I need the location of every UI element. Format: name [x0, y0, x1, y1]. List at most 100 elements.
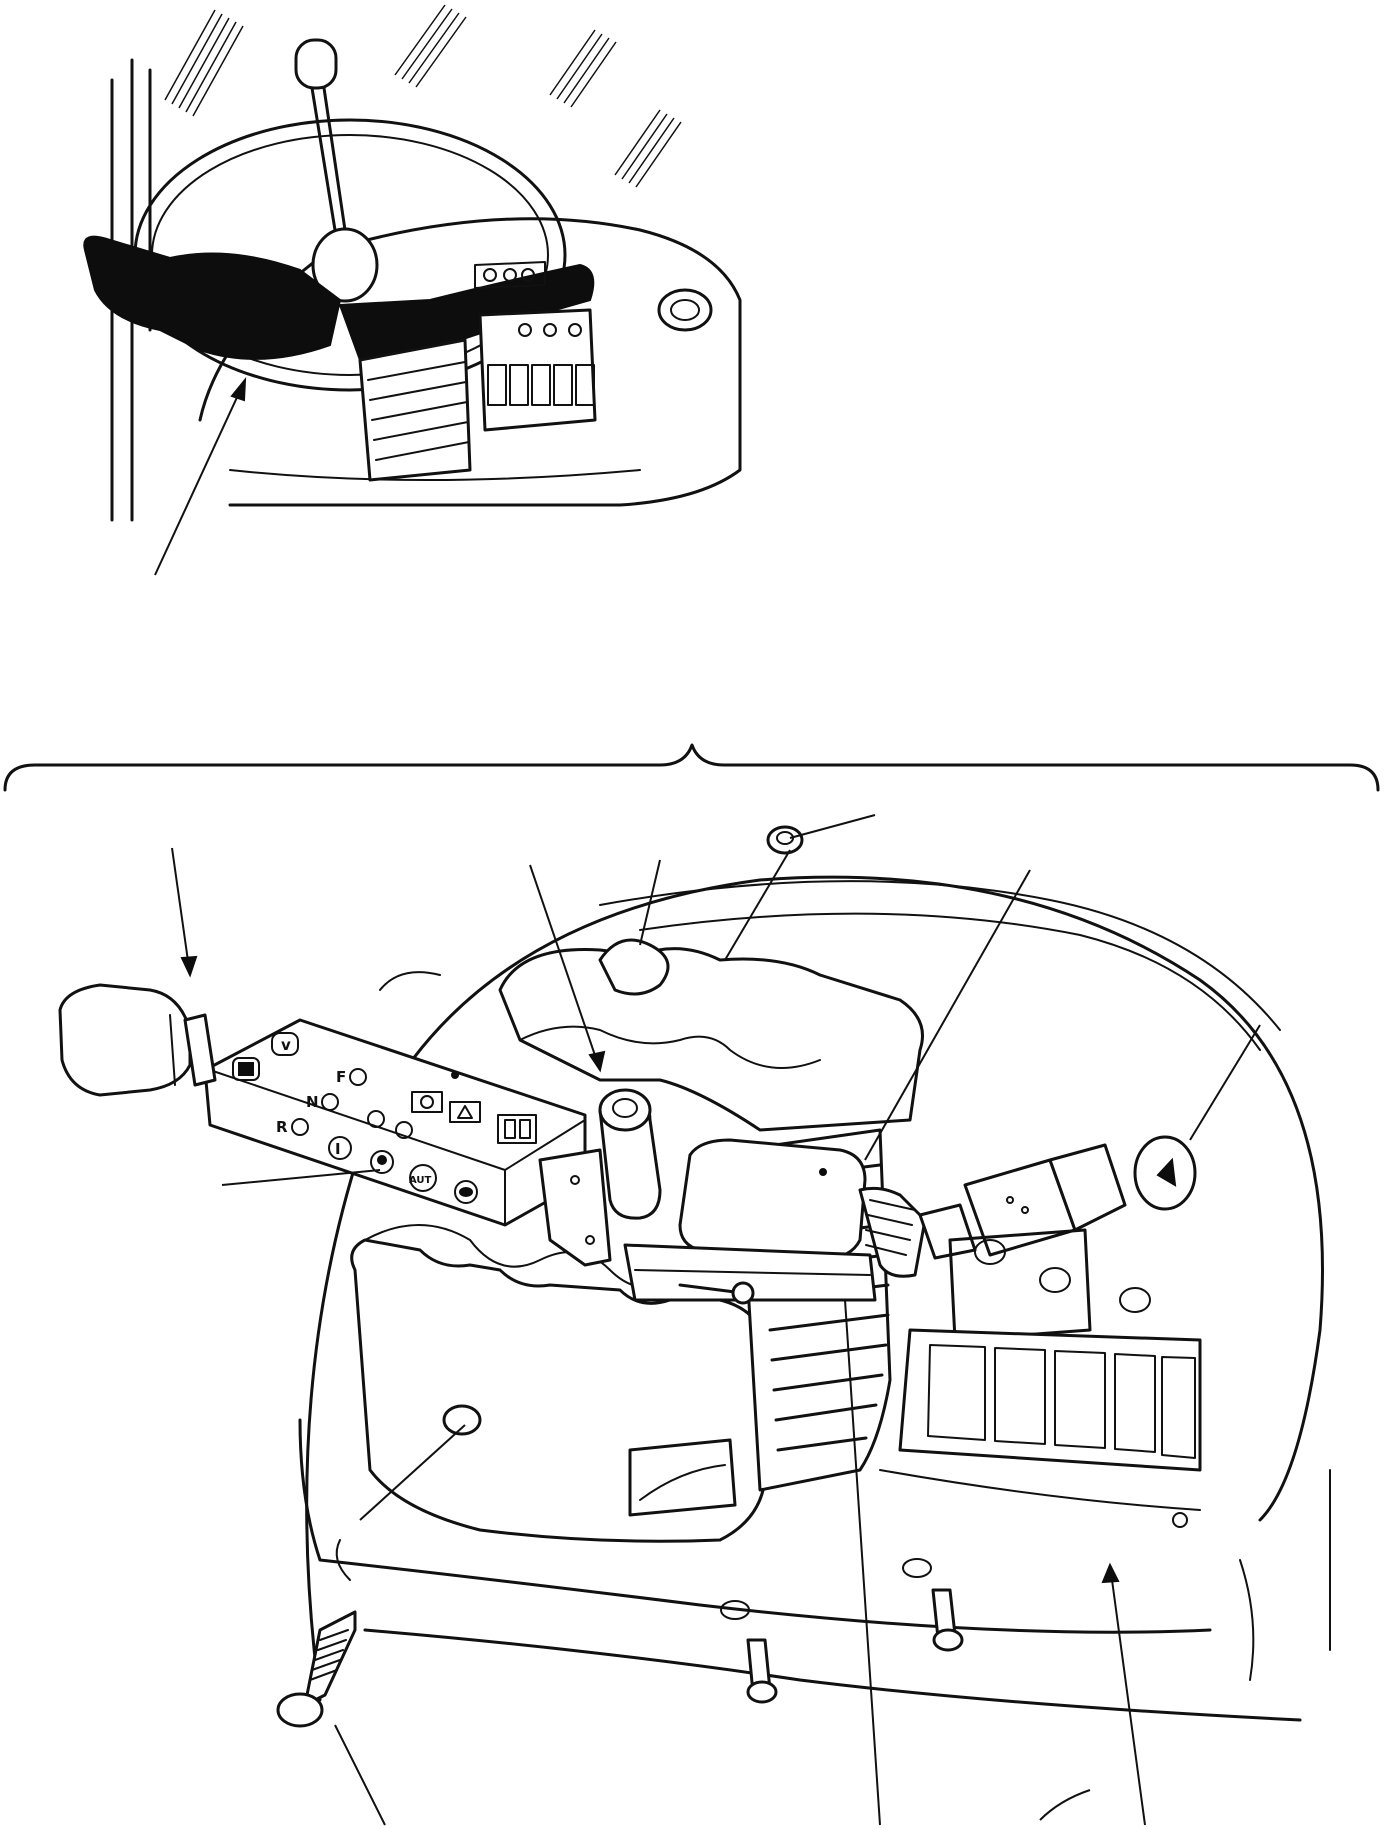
dashboard-shroud-inner-2 [639, 912, 1261, 1051]
reverse-label: R [276, 1118, 288, 1136]
key-button[interactable] [370, 1150, 394, 1174]
panel-screw [1172, 1512, 1188, 1528]
lever-collar-line [169, 1014, 176, 1086]
shroud-clip [379, 971, 441, 991]
window-hatching [164, 4, 682, 188]
gear-display [497, 1114, 537, 1144]
lever-icon: v [281, 1036, 291, 1054]
warning-lamp-1 [411, 1091, 443, 1113]
indicator-lamp [483, 268, 497, 282]
neutral-lamp [321, 1093, 339, 1111]
reverse-lamp [291, 1118, 309, 1136]
panel-lamp [518, 323, 532, 337]
leader-line-switch-housing [864, 869, 1031, 1161]
base-screw-shank [678, 1283, 737, 1294]
dashboard-shroud-inner [599, 880, 1281, 1031]
console-side [1239, 1559, 1255, 1681]
indicator-lamp [521, 268, 535, 282]
panel-button-round[interactable] [454, 1180, 478, 1204]
bracket-hole [585, 1235, 595, 1245]
top-view-cab [83, 4, 742, 576]
screw-long [303, 1610, 357, 1707]
leader-arrowhead [180, 955, 198, 978]
rocker-switch [487, 364, 507, 406]
horn-icon [1156, 1157, 1177, 1187]
rocker-switch[interactable] [1054, 1350, 1106, 1449]
rocker-switch [575, 364, 595, 406]
screw-head-middle [746, 1680, 778, 1704]
stalk-boot-folds [865, 1199, 916, 1256]
warning-lamp [1039, 1267, 1071, 1293]
nut-top [766, 825, 804, 855]
screw-long-head [276, 1692, 324, 1728]
display-icon [238, 1062, 254, 1076]
multifunction-switch-housing [678, 1138, 867, 1260]
screw-long-threads [309, 1629, 349, 1681]
panel-lamp [568, 323, 582, 337]
highlighted-control-lever-right [338, 263, 595, 362]
stalk-switch-ring [1048, 1143, 1127, 1232]
steering-column-knob [311, 227, 379, 303]
console-base-edge [363, 1628, 1302, 1722]
rocker-switch[interactable] [994, 1347, 1046, 1445]
round-switch [657, 288, 713, 332]
stalk-marking [1021, 1206, 1029, 1214]
rocker-switch-panel [898, 1328, 1202, 1472]
shroud-tab [628, 1438, 737, 1517]
panel-dot [451, 1071, 459, 1079]
panel-lower-edge [879, 1469, 1201, 1511]
switch-base-edge [634, 1269, 871, 1276]
gear-one-button[interactable] [328, 1136, 352, 1160]
panel-lamp [395, 1121, 413, 1139]
lever-collar [183, 1013, 217, 1087]
shroud-tab-curve [639, 1464, 726, 1501]
lower-shroud-cutouts [364, 1224, 681, 1289]
bellows-folds [367, 361, 470, 461]
console-edge [298, 1418, 1212, 1634]
leader-line-screw-long [334, 1724, 386, 1826]
gear-one-label: I [335, 1140, 341, 1158]
gear-selector-module-edges [209, 1069, 586, 1226]
screw-head-right [932, 1628, 964, 1652]
panel-lamp [367, 1110, 385, 1128]
leader-line-top-component [154, 379, 246, 576]
leader-line-handle [171, 847, 191, 976]
column-bellows [358, 338, 472, 482]
exploded-view-brace [3, 743, 1380, 792]
button-icon [459, 1187, 473, 1197]
warning-lamp [974, 1239, 1006, 1265]
rocker-switches [927, 1344, 1196, 1459]
auto-button[interactable] [409, 1164, 437, 1192]
selector-panel-face: v F N R I AUT [232, 1032, 537, 1204]
rocker-switch[interactable] [1161, 1356, 1196, 1459]
bracket-hole [570, 1175, 580, 1185]
indicator-lamp [503, 268, 517, 282]
forward-lamp [349, 1068, 367, 1086]
leader-line-upper-shroud [639, 859, 661, 946]
leader-line-nut [724, 814, 876, 961]
warning-lamp-2 [449, 1101, 481, 1123]
exploded-view: v F N R I AUT [58, 814, 1331, 1826]
lamp-icon [420, 1095, 434, 1109]
gear-selector-module [203, 1018, 587, 1227]
leader-line-stud [529, 864, 601, 1071]
stalk-shaft [918, 1203, 977, 1260]
rocker-switch[interactable] [927, 1344, 986, 1441]
mounting-bracket [538, 1148, 612, 1267]
panel-button-top[interactable] [271, 1032, 299, 1056]
lever-handle-grip [58, 983, 192, 1097]
stalk-boot [858, 1186, 927, 1278]
shroud-screw-hole [442, 1404, 482, 1436]
console-corner [1039, 1789, 1091, 1821]
forward-label: F [336, 1068, 346, 1086]
rocker-switch[interactable] [1114, 1353, 1156, 1453]
round-switch-inner [670, 299, 700, 321]
rocker-switch-panel [478, 308, 597, 432]
rocker-switch [509, 364, 529, 406]
panel-button-left[interactable] [232, 1057, 260, 1081]
upper-shroud-notch [598, 938, 670, 996]
leader-line-base-plate [844, 1299, 881, 1826]
dashboard-shroud [305, 875, 1324, 1702]
